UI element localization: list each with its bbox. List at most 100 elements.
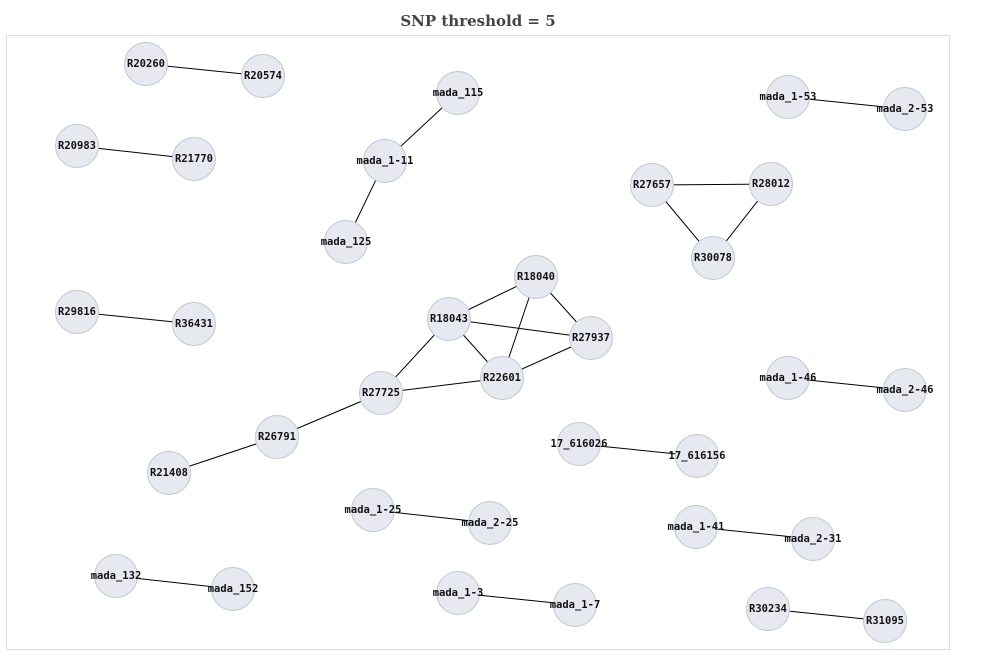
node-label: mada_1-11: [357, 155, 414, 167]
node-label: mada_2-31: [785, 533, 842, 545]
node-label: mada_2-25: [462, 517, 519, 529]
node-circle: [211, 567, 255, 611]
node-label: R30078: [694, 252, 732, 264]
node-mada_1-46[interactable]: mada_1-46: [760, 356, 817, 400]
node-circle: [480, 356, 524, 400]
node-circle: [147, 451, 191, 495]
node-label: mada_1-53: [760, 91, 817, 103]
node-circle: [766, 75, 810, 119]
node-circle: [351, 488, 395, 532]
node-label: 17_616026: [551, 438, 608, 450]
node-mada_2-25[interactable]: mada_2-25: [462, 501, 519, 545]
node-mada_2-31[interactable]: mada_2-31: [785, 517, 842, 561]
node-R31095[interactable]: R31095: [863, 599, 907, 643]
node-mada_1-41[interactable]: mada_1-41: [668, 505, 725, 549]
node-R20983[interactable]: R20983: [55, 124, 99, 168]
node-circle: [241, 54, 285, 98]
node-label: mada_1-25: [345, 504, 402, 516]
node-circle: [630, 163, 674, 207]
node-circle: [791, 517, 835, 561]
node-label: R26791: [258, 431, 296, 443]
node-R28012[interactable]: R28012: [749, 162, 793, 206]
node-mada_2-53[interactable]: mada_2-53: [877, 87, 934, 131]
node-circle: [359, 371, 403, 415]
node-R20574[interactable]: R20574: [241, 54, 285, 98]
node-R29816[interactable]: R29816: [55, 290, 99, 334]
node-label: mada_2-46: [877, 384, 934, 396]
node-label: mada_1-7: [550, 599, 601, 611]
node-mada_1-3[interactable]: mada_1-3: [433, 571, 484, 615]
node-circle: [436, 571, 480, 615]
node-circle: [674, 505, 718, 549]
node-circle: [691, 236, 735, 280]
node-R36431[interactable]: R36431: [172, 302, 216, 346]
node-17_616026[interactable]: 17_616026: [551, 422, 608, 466]
node-circle: [427, 297, 471, 341]
node-circle: [94, 554, 138, 598]
node-circle: [746, 587, 790, 631]
node-circle: [553, 583, 597, 627]
node-mada_1-53[interactable]: mada_1-53: [760, 75, 817, 119]
node-label: R27657: [633, 179, 671, 191]
node-mada_125[interactable]: mada_125: [321, 220, 372, 264]
node-label: R36431: [175, 318, 213, 330]
node-circle: [255, 415, 299, 459]
node-label: R18040: [517, 271, 555, 283]
node-label: mada_152: [208, 583, 259, 595]
node-label: mada_125: [321, 236, 372, 248]
node-label: R22601: [483, 372, 521, 384]
plot-frame: [6, 35, 950, 650]
node-label: R28012: [752, 178, 790, 190]
node-mada_132[interactable]: mada_132: [91, 554, 142, 598]
node-mada_115[interactable]: mada_115: [433, 71, 484, 115]
node-circle: [569, 316, 613, 360]
node-R18043[interactable]: R18043: [427, 297, 471, 341]
node-R27657[interactable]: R27657: [630, 163, 674, 207]
graph-title: SNP threshold = 5: [400, 12, 556, 30]
node-circle: [436, 71, 480, 115]
node-circle: [468, 501, 512, 545]
node-label: R21408: [150, 467, 188, 479]
node-R30078[interactable]: R30078: [691, 236, 735, 280]
node-label: R27725: [362, 387, 400, 399]
node-R26791[interactable]: R26791: [255, 415, 299, 459]
node-circle: [675, 434, 719, 478]
node-circle: [55, 124, 99, 168]
node-label: R20574: [244, 70, 282, 82]
node-label: 17_616156: [669, 450, 726, 462]
node-R22601[interactable]: R22601: [480, 356, 524, 400]
node-label: R27937: [572, 332, 610, 344]
node-circle: [324, 220, 368, 264]
node-mada_152[interactable]: mada_152: [208, 567, 259, 611]
node-label: mada_1-3: [433, 587, 484, 599]
node-circle: [124, 42, 168, 86]
node-R21770[interactable]: R21770: [172, 137, 216, 181]
node-circle: [172, 137, 216, 181]
node-17_616156[interactable]: 17_616156: [669, 434, 726, 478]
node-mada_1-7[interactable]: mada_1-7: [550, 583, 601, 627]
node-label: R20260: [127, 58, 165, 70]
node-circle: [172, 302, 216, 346]
node-circle: [883, 87, 927, 131]
node-R18040[interactable]: R18040: [514, 255, 558, 299]
node-label: R20983: [58, 140, 96, 152]
node-R27725[interactable]: R27725: [359, 371, 403, 415]
node-mada_1-25[interactable]: mada_1-25: [345, 488, 402, 532]
node-circle: [55, 290, 99, 334]
node-label: R21770: [175, 153, 213, 165]
node-label: mada_1-46: [760, 372, 817, 384]
node-label: R18043: [430, 313, 468, 325]
node-circle: [557, 422, 601, 466]
node-circle: [749, 162, 793, 206]
edge-R18043-R27937: [448, 318, 592, 339]
node-R30234[interactable]: R30234: [746, 587, 790, 631]
node-mada_1-11[interactable]: mada_1-11: [357, 139, 414, 183]
node-R21408[interactable]: R21408: [147, 451, 191, 495]
node-label: mada_132: [91, 570, 142, 582]
node-R20260[interactable]: R20260: [124, 42, 168, 86]
node-mada_2-46[interactable]: mada_2-46: [877, 368, 934, 412]
node-label: mada_2-53: [877, 103, 934, 115]
node-R27937[interactable]: R27937: [569, 316, 613, 360]
